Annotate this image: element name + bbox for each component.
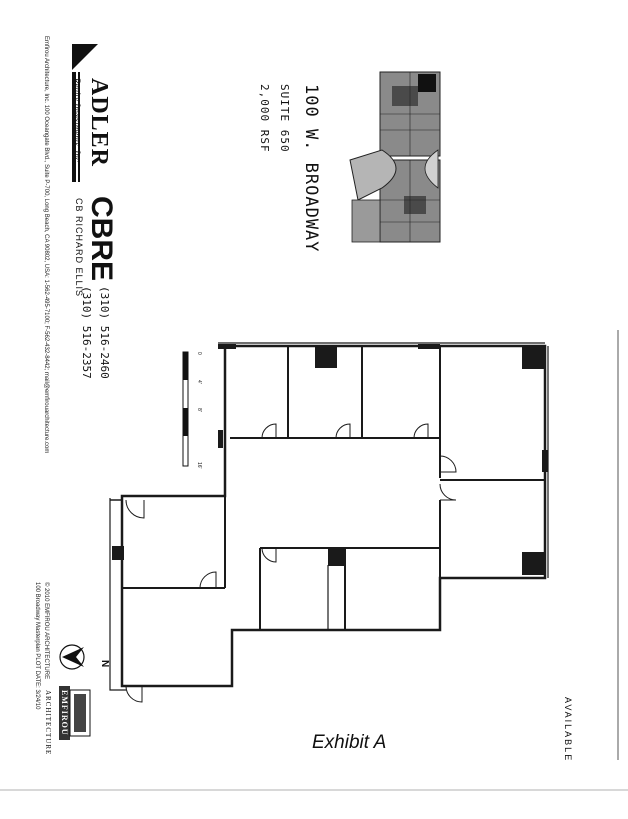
key-plan	[349, 71, 441, 243]
structural-columns	[112, 344, 548, 575]
column	[328, 548, 344, 566]
column	[418, 344, 440, 349]
scale-bar	[182, 351, 189, 467]
column	[112, 546, 124, 560]
architect-logo-mark	[69, 689, 91, 737]
north-arrow-icon	[59, 644, 85, 670]
door-swings	[125, 423, 457, 703]
key-plan-highlight	[418, 74, 436, 92]
suite-outline	[120, 344, 547, 688]
column	[315, 346, 337, 368]
column	[218, 344, 236, 349]
column	[542, 450, 548, 472]
exhibit-label: Exhibit A	[312, 732, 387, 753]
column	[218, 430, 223, 448]
adler-logo-mark	[72, 44, 98, 182]
suite-floor-plan	[109, 342, 549, 691]
column	[522, 346, 545, 369]
column	[522, 552, 545, 575]
